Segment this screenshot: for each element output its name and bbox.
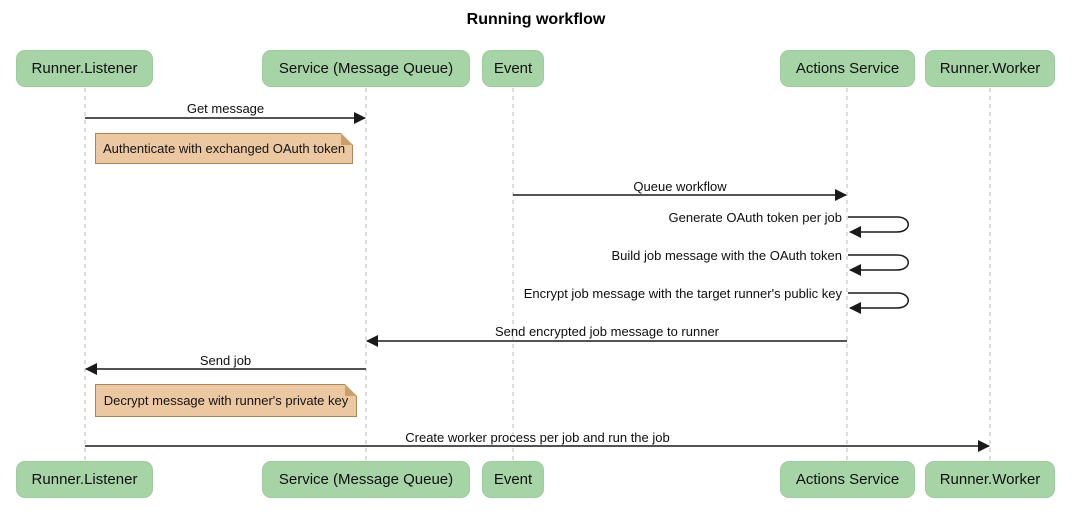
participant-label: Event (493, 60, 533, 77)
selfloop-generate-oauth-token (848, 216, 909, 238)
participant-label: Runner.Worker (939, 471, 1041, 488)
selfloop-build-job-message (848, 254, 909, 276)
participant-top-runner-worker: Runner.Worker (925, 50, 1055, 87)
participant-bottom-runner-listener: Runner.Listener (16, 461, 153, 498)
participant-label: Runner.Listener (31, 471, 138, 488)
participant-label: Event (493, 471, 533, 488)
diagram-title: Running workflow (466, 11, 606, 28)
participant-label: Service (Message Queue) (278, 60, 454, 77)
message-label-get-message: Get message (186, 101, 265, 116)
note-fold-icon (341, 133, 353, 145)
participant-bottom-service-message-queue: Service (Message Queue) (262, 461, 470, 498)
message-label-build-job-message: Build job message with the OAuth token (611, 248, 842, 263)
participant-label: Runner.Listener (31, 60, 138, 77)
participant-top-runner-listener: Runner.Listener (16, 50, 153, 87)
note-label: Decrypt message with runner's private ke… (103, 393, 349, 408)
participant-label: Service (Message Queue) (278, 471, 454, 488)
message-label-send-encrypted-job-message: Send encrypted job message to runner (494, 324, 720, 339)
participant-label: Actions Service (795, 60, 900, 77)
selfloop-encrypt-job-message (848, 292, 909, 314)
message-label-send-job: Send job (199, 353, 252, 368)
note-authenticate-oauth: Authenticate with exchanged OAuth token (95, 133, 353, 164)
participant-bottom-event: Event (482, 461, 544, 498)
participant-label: Actions Service (795, 471, 900, 488)
note-decrypt-private-key: Decrypt message with runner's private ke… (95, 384, 357, 417)
message-label-create-worker-process: Create worker process per job and run th… (405, 430, 670, 445)
message-label-encrypt-job-message: Encrypt job message with the target runn… (523, 286, 842, 301)
participant-top-event: Event (482, 50, 544, 87)
message-label-generate-oauth-token: Generate OAuth token per job (668, 210, 842, 225)
participant-bottom-actions-service: Actions Service (780, 461, 915, 498)
participant-label: Runner.Worker (939, 60, 1041, 77)
participant-top-actions-service: Actions Service (780, 50, 915, 87)
note-label: Authenticate with exchanged OAuth token (102, 141, 346, 156)
participant-bottom-runner-worker: Runner.Worker (925, 461, 1055, 498)
message-label-queue-workflow: Queue workflow (633, 179, 727, 194)
note-fold-icon (345, 384, 357, 396)
participant-top-service-message-queue: Service (Message Queue) (262, 50, 470, 87)
